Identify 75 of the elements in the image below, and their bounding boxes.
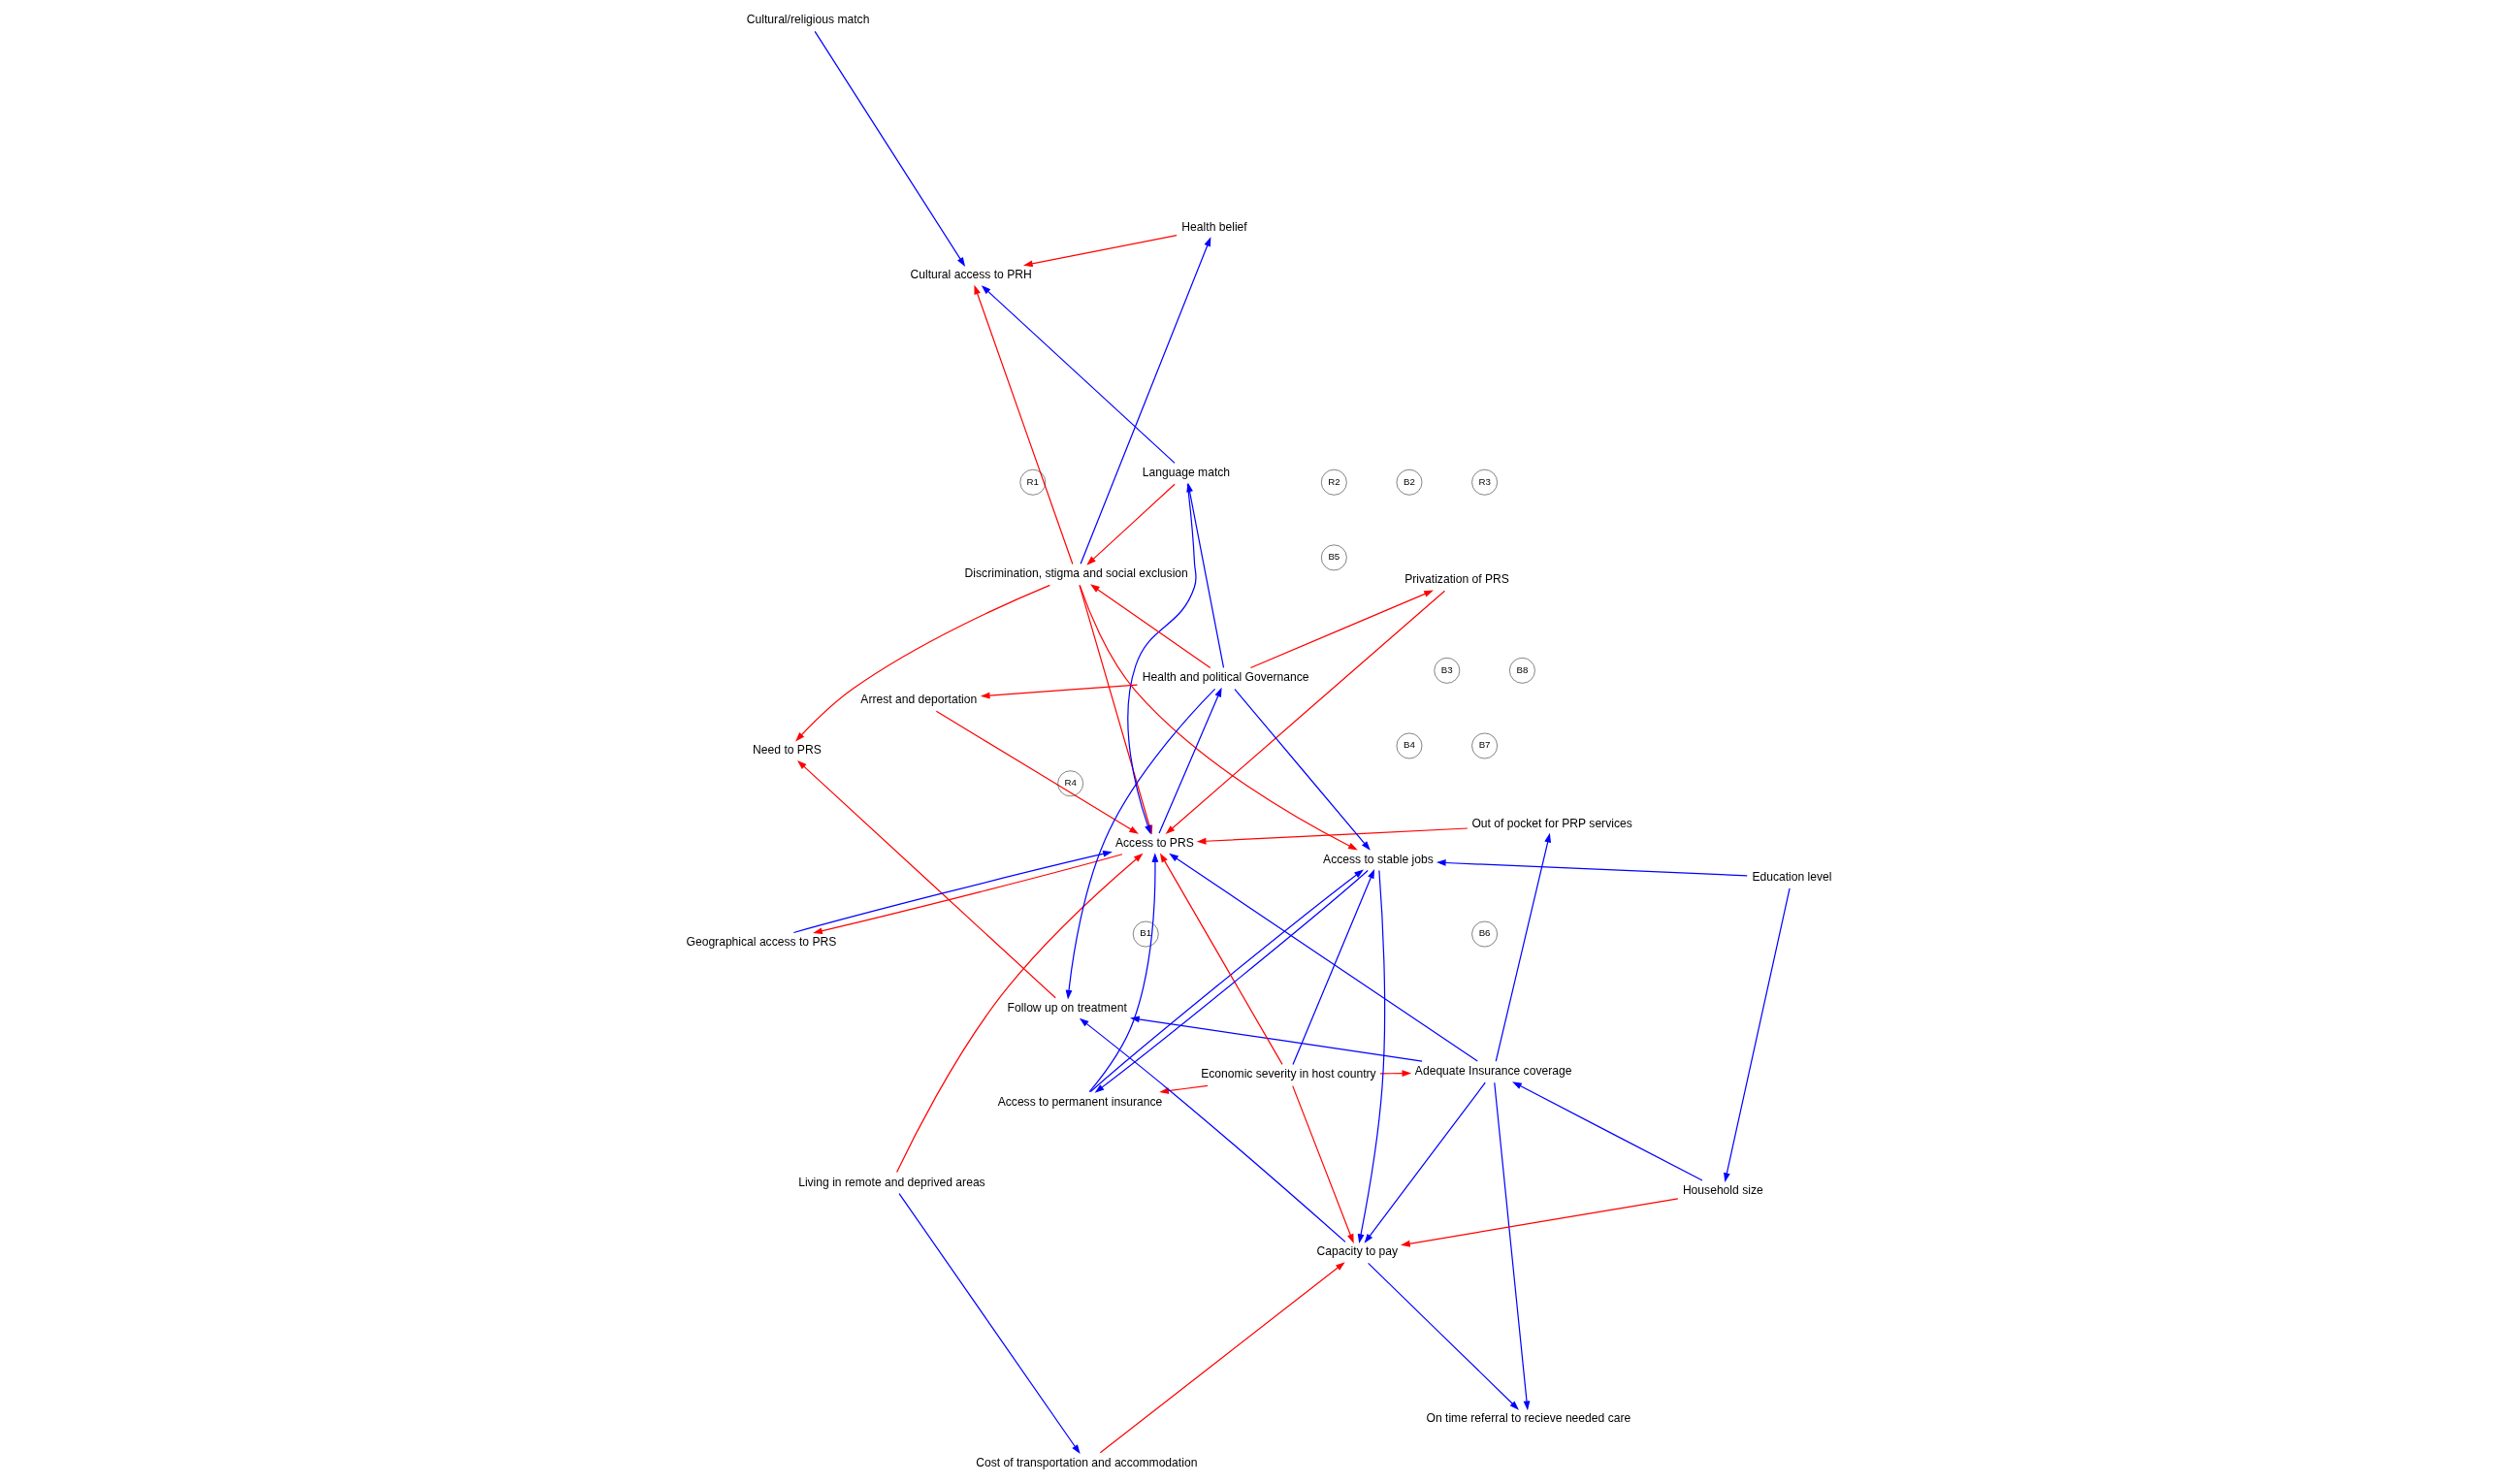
node-text: Health belief [1181, 219, 1247, 234]
node-text: Household size [1682, 1183, 1763, 1198]
node-text: Geographical access to PRS [686, 935, 837, 950]
label: B2 [1404, 475, 1415, 487]
node-text: Health and political Governance [1142, 670, 1309, 685]
arrow [935, 710, 1139, 834]
node-text: Education level [1752, 869, 1832, 884]
arrow [1401, 1198, 1679, 1247]
node-text: Cultural/religious match [746, 13, 870, 27]
arrow [1158, 687, 1222, 834]
label: B6 [1478, 927, 1491, 939]
node-text: Language match [1142, 466, 1231, 480]
label: R1 [1026, 475, 1039, 487]
node-text: Economic severity in host country [1201, 1067, 1376, 1081]
arrow [1292, 868, 1375, 1066]
node-text: Capacity to pay [1316, 1244, 1399, 1259]
arrow [1079, 1017, 1346, 1242]
node-text: On time referral to recieve needed care [1426, 1411, 1631, 1426]
node-text: Out of pocket for PRP services [1471, 816, 1632, 830]
arrow [1364, 1081, 1486, 1243]
arrow [1436, 859, 1748, 877]
arrow [1512, 1081, 1703, 1181]
label: R4 [1064, 777, 1077, 789]
arrow [1088, 853, 1159, 1093]
node-text: Need to PRS [753, 743, 822, 758]
arrow [1357, 869, 1386, 1244]
arrow [1022, 235, 1178, 268]
arrow [1724, 887, 1791, 1182]
arrow [896, 853, 1144, 1174]
label: B4 [1404, 739, 1415, 751]
arrow [898, 1192, 1081, 1455]
arrow [795, 584, 1050, 742]
node-text: Privatization of PRS [1404, 572, 1509, 587]
arrow [1090, 584, 1211, 668]
arrow [1065, 688, 1216, 1000]
arrow [1234, 689, 1371, 851]
arrow [1159, 1084, 1209, 1094]
node-text: Cost of transportation and accommodation [976, 1455, 1198, 1469]
arrow [974, 284, 1074, 565]
arrow [980, 684, 1139, 699]
arrow [1292, 1085, 1354, 1244]
node-text: Access to PRS [1114, 835, 1194, 850]
label: B7 [1478, 739, 1491, 751]
node-text: Cultural access to PRH [910, 268, 1032, 282]
node-text: Living in remote and deprived areas [798, 1175, 985, 1189]
label: R2 [1328, 475, 1340, 487]
arrow [1099, 1262, 1345, 1454]
arrow [1494, 1081, 1531, 1411]
arrow [1165, 590, 1446, 835]
node-text: Access to permanent insurance [997, 1094, 1163, 1109]
arrow [1379, 1070, 1412, 1077]
node-text: Adequate Insurance coverage [1414, 1064, 1572, 1079]
arrow [1196, 827, 1469, 845]
arrow [1169, 853, 1478, 1062]
node-text: Access to stable jobs [1323, 852, 1434, 866]
label: B3 [1440, 663, 1453, 675]
node-text: Arrest and deportation [860, 693, 978, 707]
node-text: Follow up on treatment [1007, 1000, 1127, 1015]
label: B1 [1140, 927, 1152, 939]
label: R3 [1478, 475, 1491, 487]
arrow [1159, 853, 1283, 1065]
arrow [1186, 482, 1225, 668]
label: B8 [1516, 663, 1529, 675]
arrow [1080, 237, 1211, 565]
arrow [814, 30, 966, 267]
arrow [1079, 584, 1358, 851]
node-text: Discrimination, stigma and social exclusion [964, 566, 1188, 581]
label: B5 [1328, 551, 1340, 563]
arrow [1368, 1262, 1519, 1410]
arrow [1249, 590, 1434, 669]
arrow [797, 759, 1056, 999]
arrow [981, 285, 1176, 464]
arrow [1086, 483, 1176, 565]
arrow [1130, 1016, 1423, 1062]
arrow [1495, 832, 1551, 1062]
